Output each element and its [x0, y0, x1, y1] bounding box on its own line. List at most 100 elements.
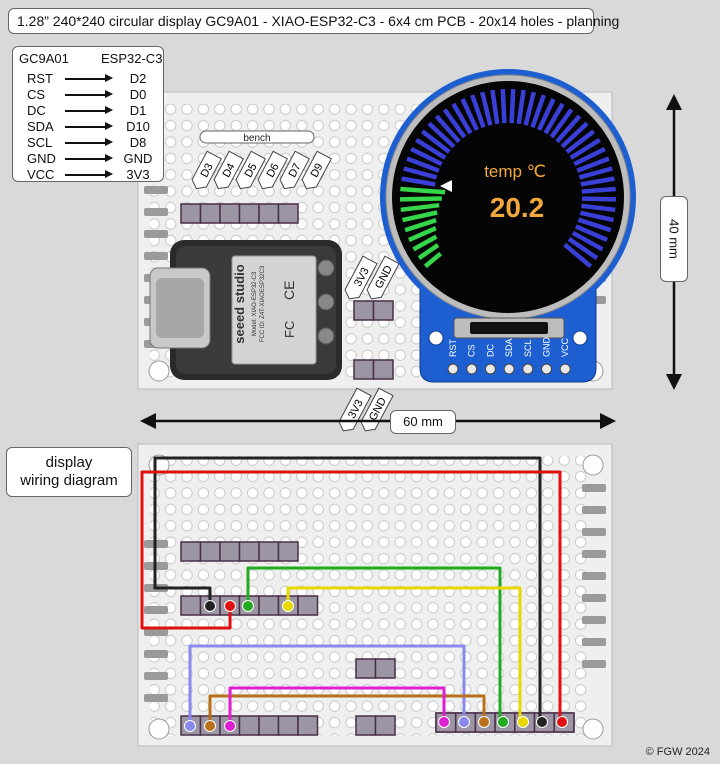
gauge-tick — [578, 166, 613, 180]
display-pin-label: DC — [485, 344, 495, 357]
gauge-tick — [402, 210, 438, 223]
gauge-tick — [543, 102, 565, 135]
gauge-tick — [406, 156, 440, 173]
gauge-tick — [581, 186, 616, 194]
pin-map-to: D1 — [129, 103, 147, 118]
pin-map-from: GND — [27, 151, 56, 166]
display-pin-pad — [559, 363, 571, 375]
pin-map-left-header: GC9A01 — [19, 51, 69, 66]
gauge-tick — [410, 146, 443, 167]
power-tags-upper: 3V3 GND — [344, 255, 400, 300]
power-socket-upper — [353, 300, 394, 321]
pin-tag-d6: D6 — [265, 161, 282, 179]
module-model: Model: XIAO-ESP32-C3 — [252, 271, 258, 336]
pin-map-from: SCL — [27, 135, 53, 150]
wire-black — [153, 456, 542, 722]
pin-tag-d7: D7 — [287, 161, 304, 179]
pin-map-to: D10 — [126, 119, 150, 134]
module-fcc: FCC ID: Z4T-XIAOESP32C3 — [260, 265, 266, 342]
wire-magenta — [228, 686, 446, 726]
pin-map-arrow-icon — [65, 155, 113, 161]
display-pin-pad — [503, 363, 515, 375]
gauge-tick — [401, 176, 436, 187]
pin-map-row: DC D1 — [13, 103, 165, 119]
gauge-tick — [400, 202, 440, 213]
gauge-tick — [415, 137, 447, 160]
pin-map-arrow-icon — [65, 91, 113, 97]
gauge-tick — [560, 121, 589, 149]
height-dimension-text: 40 mm — [666, 219, 682, 259]
gauge-tick — [509, 88, 516, 124]
display-pin-label: RST — [448, 338, 458, 357]
pin-map-to: GND — [123, 151, 153, 166]
gauge-tick — [420, 129, 451, 154]
pin-map-row: SDA D10 — [13, 119, 165, 135]
pin-map-to: D8 — [129, 135, 147, 150]
wire-endpoints — [184, 600, 568, 732]
display-pin-label: CS — [467, 344, 477, 357]
pin-map-right-header: ESP32-C3 — [101, 51, 163, 66]
pin-map-row: SCL D8 — [13, 135, 165, 151]
pin-tag-d3: D3 — [199, 161, 216, 179]
pin-map-from: DC — [27, 103, 46, 118]
gauge-tick — [460, 98, 479, 131]
gauge-tick — [579, 210, 614, 223]
page-title: 1.28” 240*240 circular display GC9A01 - … — [8, 8, 619, 34]
display-pin-pad — [522, 363, 534, 375]
wiring-wires — [140, 456, 562, 726]
display-pin-label: SDA — [504, 338, 514, 357]
wire-green — [246, 566, 502, 722]
gauge-tick — [403, 166, 438, 180]
power-socket-lower — [353, 359, 394, 380]
pin-map-from: CS — [27, 87, 46, 102]
bench-strip: bench — [199, 130, 315, 144]
gauge-tick — [575, 224, 608, 242]
power-tags-lower: 3V3 GND — [338, 387, 394, 432]
width-dimension-arrow — [140, 413, 616, 429]
pin-tag-d9: D9 — [309, 161, 326, 179]
gauge-tick — [576, 156, 610, 173]
wiring-label-line2: wiring diagram — [20, 472, 118, 489]
gauge-tick — [399, 196, 442, 202]
gauge-tick — [442, 108, 467, 139]
gauge-tick — [434, 114, 461, 144]
display-pin-pad — [541, 363, 552, 375]
gauge-tick — [427, 121, 456, 149]
gauge-pointer — [440, 180, 452, 192]
wire-blue — [188, 644, 466, 726]
pin-map-from: VCC — [27, 167, 55, 182]
module-fc-mark: FC — [282, 321, 297, 338]
gauge-tick — [571, 230, 604, 252]
pin-tags: D3 D4 D5 D6 D7 D9 — [191, 150, 332, 190]
pin-map-arrow-icon — [65, 139, 113, 145]
display-pin-pad — [447, 363, 459, 375]
display-pin-label: SCL — [523, 339, 533, 357]
gauge-tick — [537, 98, 556, 131]
wire-brown — [208, 694, 486, 726]
pin-map-arrow-icon — [65, 107, 113, 113]
pin-map-row: GND GND — [13, 151, 165, 167]
display-pin-label: GND — [542, 337, 552, 358]
wiring-label-line1: display — [45, 454, 93, 471]
xiao-esp32c3-module: seeed studio Model: XIAO-ESP32-C3 FCC ID… — [149, 240, 342, 380]
gauge-tick — [581, 203, 616, 213]
gauge-tick — [470, 94, 486, 128]
gauge-tick — [549, 108, 574, 139]
gauge-tick — [569, 137, 601, 160]
gauge-tick — [404, 218, 437, 233]
pin-tag-d4: D4 — [221, 161, 238, 179]
pin-map-from: SDA — [27, 119, 54, 134]
gauge-tick — [516, 89, 526, 125]
gauge-tick — [563, 242, 593, 269]
gauge-tick — [565, 129, 596, 154]
width-dimension-label: 60 mm — [390, 410, 456, 434]
gauge-tick — [408, 226, 437, 242]
wiring-diagram-label: display wiring diagram — [6, 447, 132, 497]
